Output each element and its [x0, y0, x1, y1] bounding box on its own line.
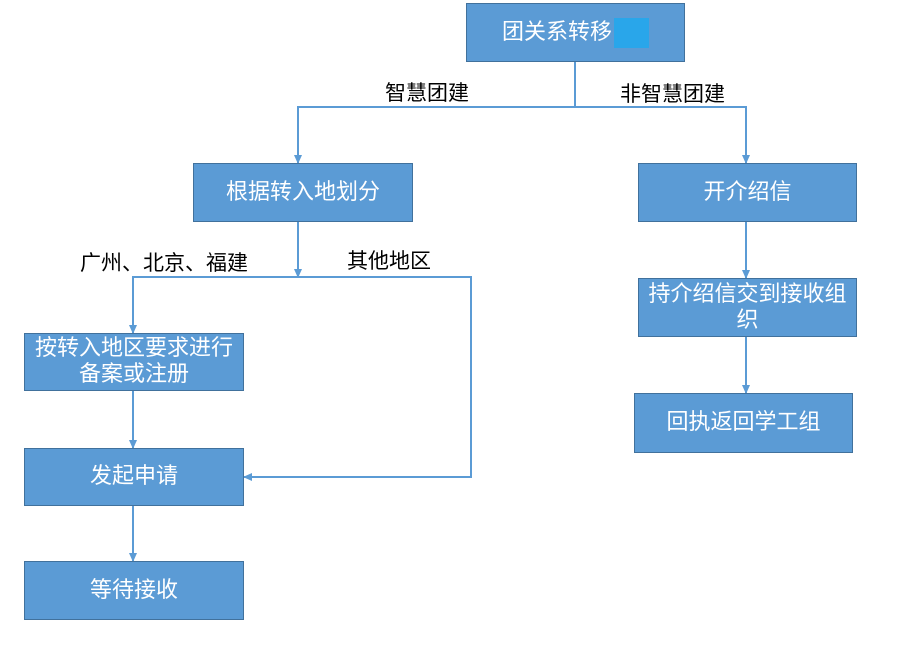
edge-label-smart: 智慧团建 [385, 81, 469, 105]
node-root-label: 团关系转移 [501, 19, 612, 45]
edge-label-other-regions: 其他地区 [347, 249, 431, 273]
node-letter: 开介绍信 [638, 163, 857, 222]
connector-gz-branch [129, 276, 298, 334]
node-deliver: 持介绍信交到接收组织 [638, 278, 857, 337]
edge-label-gz-bj-fj: 广州、北京、福建 [80, 251, 248, 275]
node-apply: 发起申请 [24, 448, 244, 506]
node-wait: 等待接收 [24, 561, 244, 620]
connector-nonsmart-branch [575, 106, 750, 164]
edge-label-non-smart: 非智慧团建 [620, 82, 725, 106]
node-root: 团关系转移 [466, 3, 685, 62]
highlight-square-icon [614, 17, 649, 48]
connector-other-branch [243, 276, 472, 481]
node-left-split: 根据转入地划分 [193, 163, 413, 222]
node-return-receipt: 回执返回学工组 [634, 393, 853, 453]
connector-smart-branch [294, 106, 575, 164]
node-register: 按转入地区要求进行备案或注册 [24, 333, 244, 391]
